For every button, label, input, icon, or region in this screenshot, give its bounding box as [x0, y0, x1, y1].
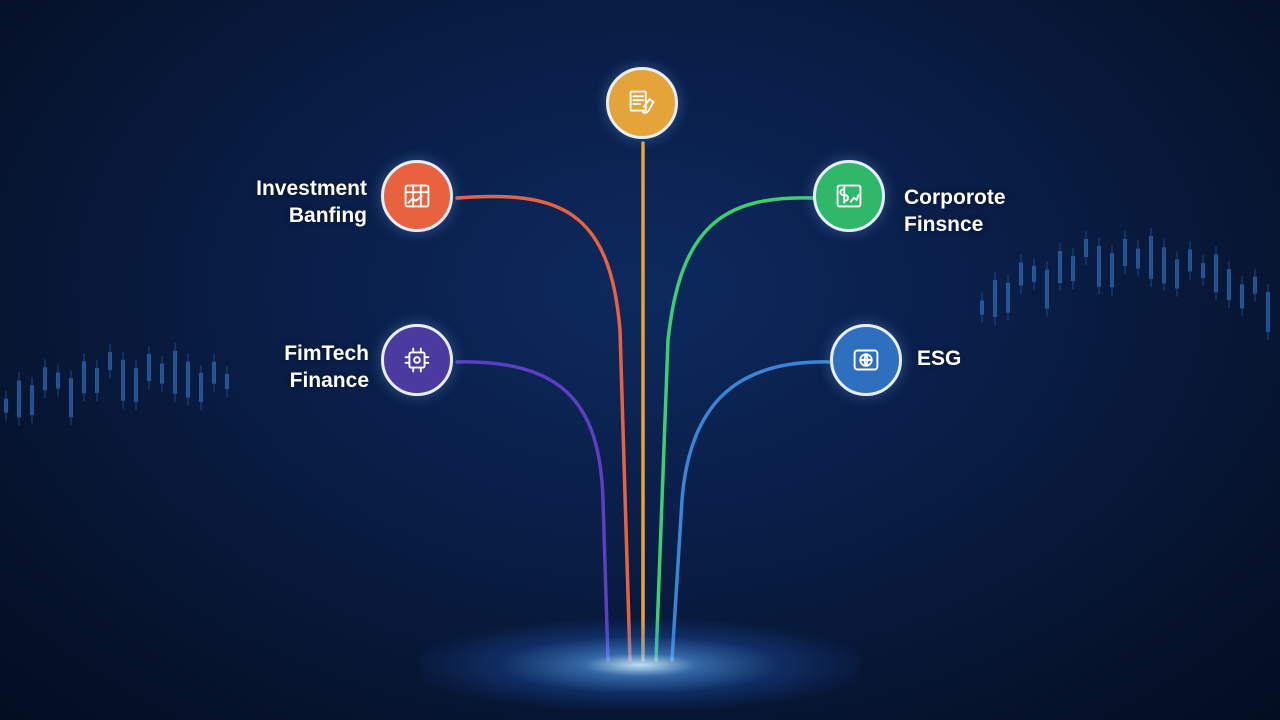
label-line: Corporote	[904, 186, 1006, 209]
label-line: Investment	[256, 177, 367, 200]
label-fintech-finance: FimTech Finance	[214, 340, 369, 394]
node-fintech-finance[interactable]	[381, 324, 453, 396]
label-esg: ESG	[917, 345, 997, 372]
connector-esg	[670, 360, 832, 662]
leaf-globe-icon	[853, 349, 879, 371]
connector-corporate-finance	[654, 196, 815, 662]
dollar-chart-icon	[836, 184, 862, 208]
label-investment-banking: Investment Banfing	[214, 175, 367, 229]
document-hand-icon	[629, 90, 655, 114]
label-line: Finance	[289, 369, 369, 392]
grid-chart-icon	[404, 184, 430, 208]
connector-lines	[455, 141, 832, 662]
circuit-icon	[404, 347, 430, 373]
left-candlestick-chart	[4, 342, 229, 426]
label-line: ESG	[917, 347, 962, 370]
label-line: Banfing	[288, 204, 367, 227]
label-corporate-finance: Corporote Finsnce	[904, 184, 1064, 238]
right-candlestick-chart	[980, 227, 1270, 341]
node-corporate-finance[interactable]	[813, 160, 885, 232]
node-top[interactable]	[606, 67, 678, 139]
node-investment-banking[interactable]	[381, 160, 453, 232]
connector-investment-banking	[455, 194, 632, 662]
connector-fintech-finance	[455, 360, 610, 662]
label-line: Finsnce	[904, 213, 984, 236]
node-esg[interactable]	[830, 324, 902, 396]
label-line: FimTech	[284, 342, 369, 365]
